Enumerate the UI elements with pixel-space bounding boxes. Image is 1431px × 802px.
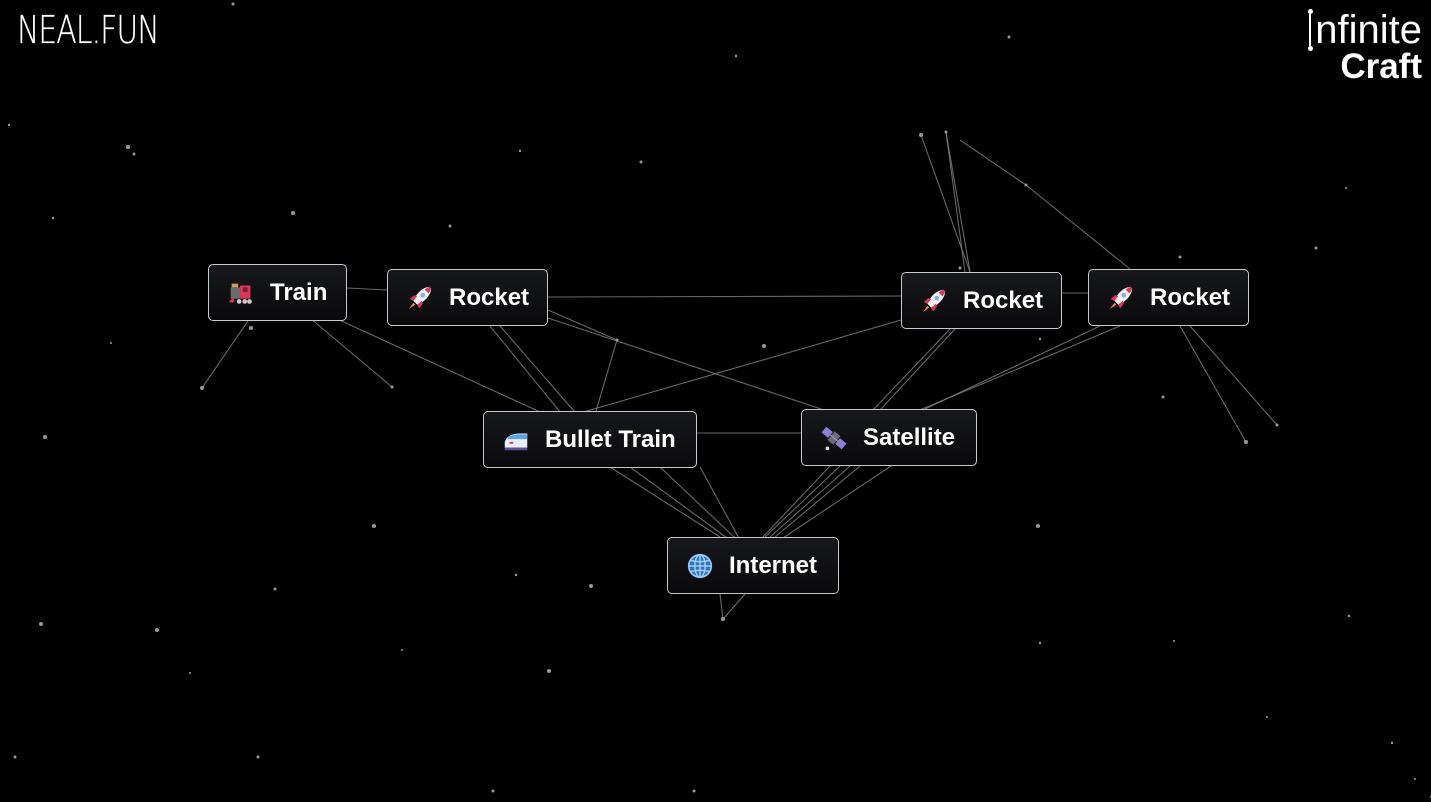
card-label: Rocket	[1150, 283, 1231, 311]
card-label: Bullet Train	[545, 425, 676, 453]
element-card-rocket[interactable]: Rocket	[387, 269, 548, 326]
bullet-train-icon	[500, 426, 532, 454]
card-label: Satellite	[863, 423, 956, 451]
card-label: Internet	[729, 551, 818, 579]
card-label: Train	[270, 278, 328, 306]
element-card-internet[interactable]: Internet	[667, 537, 839, 594]
element-card-rocket[interactable]: Rocket	[901, 272, 1062, 329]
globe-icon	[684, 552, 716, 580]
satellite-icon	[818, 424, 850, 452]
steam-locomotive-icon	[225, 279, 257, 307]
element-card-bullet-train[interactable]: Bullet Train	[483, 411, 697, 468]
element-card-train[interactable]: Train	[208, 264, 347, 321]
card-label: Rocket	[963, 286, 1044, 314]
element-card-rocket[interactable]: Rocket	[1088, 269, 1249, 326]
rocket-icon	[404, 284, 436, 312]
brand-title-line1: nfinite	[1315, 8, 1422, 52]
card-label: Rocket	[449, 283, 530, 311]
infinite-craft-logo: nfinite Craft	[1307, 8, 1422, 86]
rocket-icon	[1105, 284, 1137, 312]
connection-lines	[201, 131, 1278, 620]
brand-title-line2: Craft	[1340, 47, 1422, 86]
neal-fun-logo[interactable]: NEAL.FUN	[17, 8, 160, 52]
background-stars	[7, 2, 1431, 798]
element-card-satellite[interactable]: Satellite	[801, 409, 977, 466]
text-cursor-icon	[1307, 9, 1313, 51]
rocket-icon	[918, 287, 950, 315]
